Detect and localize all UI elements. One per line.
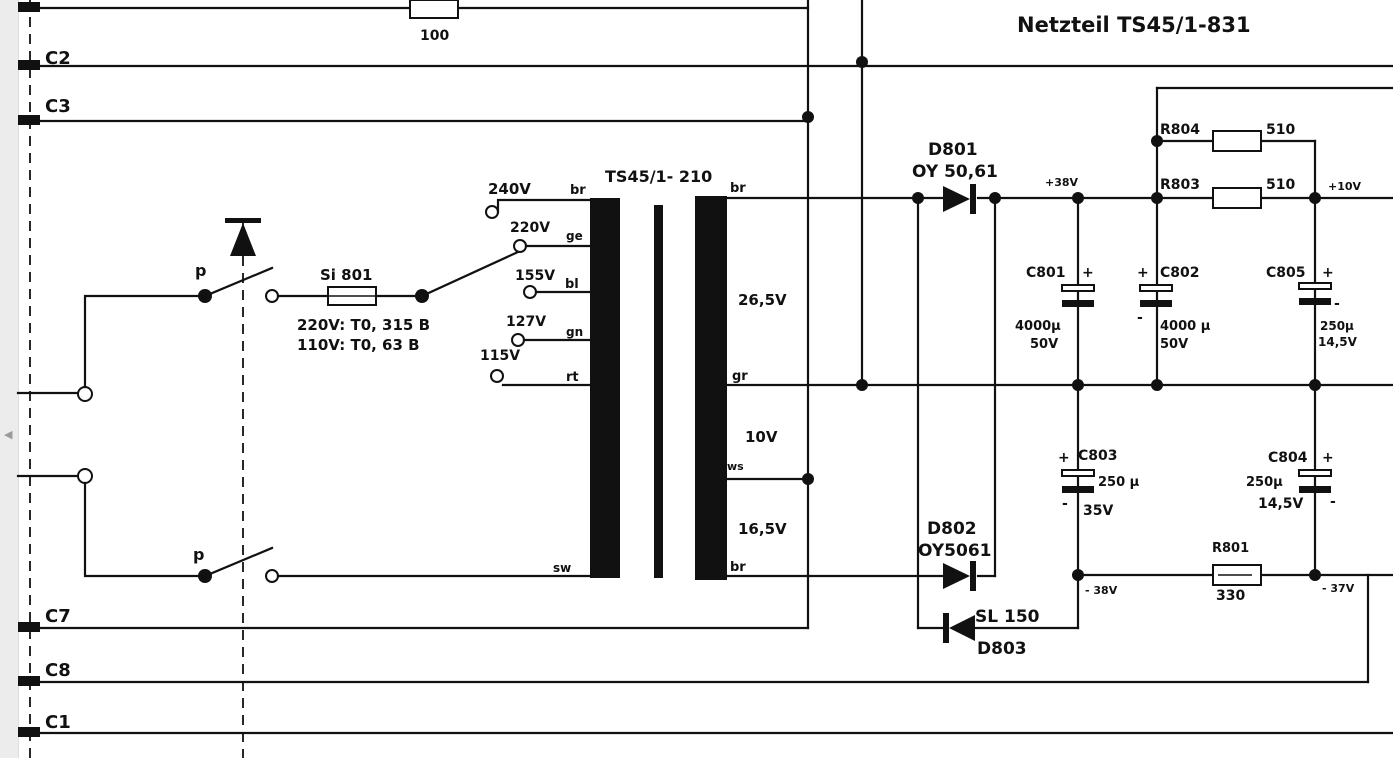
transformer	[590, 196, 727, 580]
capacitor-c804-minus: -	[1330, 494, 1336, 510]
wire-bl: bl	[565, 277, 579, 292]
capacitor-c802-minus: -	[1137, 310, 1143, 326]
wire-br-primary: br	[570, 183, 586, 198]
edge-contacts	[18, 2, 40, 737]
capacitor-c803-minus: -	[1062, 496, 1068, 512]
resistor-r804	[1212, 130, 1262, 152]
contact-label-c8: C8	[45, 660, 71, 681]
switch-label-p-top: p	[195, 261, 206, 280]
contact-label-c1: C1	[45, 712, 71, 733]
wire-ws: ws	[727, 460, 744, 473]
capacitor-c802-name: C802	[1160, 265, 1200, 281]
diode-d802	[943, 561, 976, 591]
capacitor-c804-voltage: 14,5V	[1258, 496, 1304, 512]
power-switch	[198, 218, 279, 758]
diode-d803-name: D803	[977, 639, 1027, 659]
resistor-r803-name: R803	[1160, 177, 1200, 193]
diagram-title: Netzteil TS45/1-831	[1017, 13, 1251, 37]
tap-240v: 240V	[488, 180, 531, 198]
capacitor-c802-plus: +	[1137, 265, 1149, 281]
resistor-100	[409, 0, 459, 19]
resistor-r803-value: 510	[1266, 177, 1295, 193]
capacitor-c801-value: 4000µ	[1015, 319, 1061, 334]
capacitor-c805-name: C805	[1266, 265, 1306, 281]
capacitor-c804-name: C804	[1268, 450, 1308, 466]
capacitor-c802-voltage: 50V	[1160, 337, 1188, 352]
capacitor-c805	[1298, 282, 1332, 305]
capacitor-c802	[1139, 284, 1173, 307]
diode-d801	[943, 184, 976, 214]
rail-minus-38v: - 38V	[1085, 584, 1118, 597]
switch-label-p-bottom: p	[193, 545, 204, 564]
wire-ge: ge	[566, 229, 583, 243]
capacitor-c804	[1298, 469, 1332, 493]
secondary-wiring	[725, 86, 1393, 630]
diode-d803-type: SL 150	[975, 607, 1040, 627]
tap-220v: 220V	[510, 220, 550, 236]
capacitor-c801-name: C801	[1026, 265, 1066, 281]
wire-br-secondary-bottom: br	[730, 560, 746, 575]
tap-115v: 115V	[480, 348, 520, 364]
fuse-rating-110: 110V: T0, 63 B	[297, 336, 420, 354]
capacitor-c803-value: 250 µ	[1098, 475, 1140, 490]
capacitor-c802-value: 4000 µ	[1160, 319, 1211, 334]
diode-d802-type: OY5061	[918, 541, 991, 561]
capacitor-c804-value: 250µ	[1246, 475, 1283, 490]
wire-rt: rt	[566, 370, 579, 385]
scroll-left-arrow-icon[interactable]: ◀	[4, 428, 13, 441]
wire-sw: sw	[553, 561, 571, 575]
fuse-name: Si 801	[320, 266, 372, 284]
diode-d802-name: D802	[927, 519, 977, 539]
fuse-rating-220: 220V: T0, 315 B	[297, 316, 430, 334]
capacitor-c804-plus: +	[1322, 450, 1334, 466]
secondary-voltage-26-5v: 26,5V	[738, 291, 787, 309]
junction-dots	[802, 56, 1321, 581]
diode-d803	[943, 613, 975, 643]
tap-127v: 127V	[506, 314, 546, 330]
tap-155v: 155V	[515, 268, 555, 284]
resistor-r804-name: R804	[1160, 122, 1200, 138]
left-scroll-gutter[interactable]: ◀	[0, 0, 19, 758]
diode-d801-type: OY 50,61	[912, 162, 998, 182]
capacitor-c805-value: 250µ	[1320, 319, 1354, 333]
contact-label-c3: C3	[45, 96, 71, 117]
capacitor-c803-plus: +	[1058, 450, 1070, 466]
mains-terminal-1	[77, 386, 93, 402]
capacitor-c805-voltage: 14,5V	[1318, 335, 1358, 349]
contact-label-c7: C7	[45, 606, 71, 627]
capacitor-c805-plus: +	[1322, 265, 1334, 281]
capacitor-c801-plus: +	[1082, 265, 1094, 281]
mains-input	[16, 294, 207, 578]
capacitor-c803-name: C803	[1078, 448, 1118, 464]
rail-plus-38v: +38V	[1045, 176, 1079, 189]
rail-minus-37v: - 37V	[1322, 582, 1355, 595]
capacitor-c803	[1061, 469, 1095, 493]
capacitor-c801-voltage: 50V	[1030, 337, 1058, 352]
capacitor-c801	[1061, 284, 1095, 307]
resistor-r804-value: 510	[1266, 122, 1295, 138]
wire-br-secondary-top: br	[730, 181, 746, 196]
resistor-r803	[1212, 187, 1262, 209]
rail-plus-10v: +10V	[1328, 180, 1362, 193]
resistor-r801-name: R801	[1212, 541, 1249, 556]
mains-terminal-2	[77, 468, 93, 484]
resistor-r801-value: 330	[1216, 588, 1245, 604]
resistor-100-label: 100	[420, 28, 449, 44]
capacitor-c803-voltage: 35V	[1083, 503, 1113, 519]
capacitor-c805-minus: -	[1334, 296, 1340, 312]
wire-gr: gr	[732, 369, 748, 384]
contact-label-c2: C2	[45, 48, 71, 69]
wire-gn: gn	[566, 325, 583, 339]
transformer-name: TS45/1- 210	[605, 167, 712, 186]
diode-d801-name: D801	[928, 140, 978, 160]
secondary-voltage-10v: 10V	[745, 428, 778, 446]
voltage-selector	[276, 198, 592, 578]
secondary-voltage-16-5v: 16,5V	[738, 520, 787, 538]
